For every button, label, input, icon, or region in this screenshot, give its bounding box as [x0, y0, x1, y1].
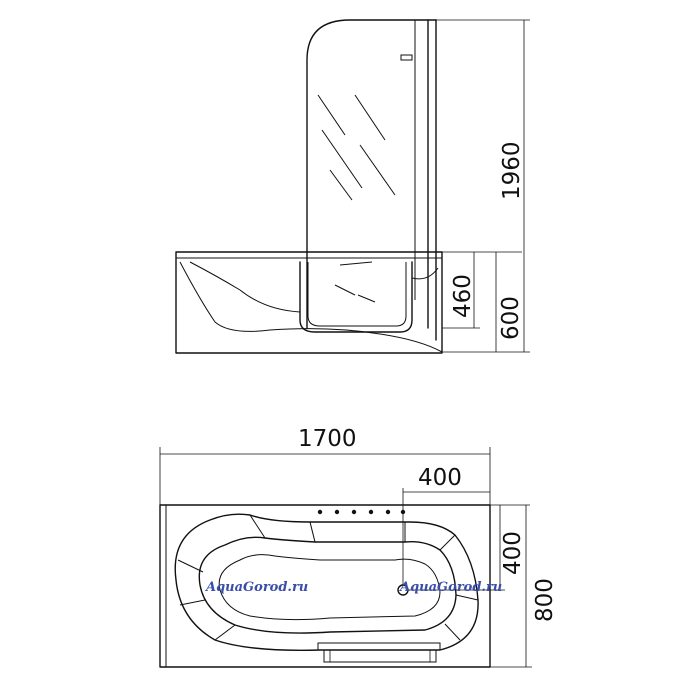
basin-curve-right — [411, 267, 439, 280]
jet-6 — [400, 509, 406, 515]
glass-reflection-lines — [317, 94, 396, 303]
basin-curve-lower — [179, 261, 443, 353]
jet-4 — [368, 509, 374, 515]
watermark-right: AquaGorod.ru — [398, 580, 502, 595]
dim-label-460: 460 — [450, 274, 476, 318]
dim-label-400-v: 400 — [500, 531, 526, 575]
dim-400-vertical: 400 — [408, 504, 530, 591]
door-handle — [400, 54, 413, 61]
tub-body-outline — [175, 251, 443, 354]
front-view: 1960 460 600 — [175, 19, 530, 354]
dim-label-800: 800 — [532, 578, 558, 622]
dim-460: 460 — [442, 251, 480, 329]
jet-row — [317, 509, 406, 515]
dim-label-400-h: 400 — [418, 465, 462, 491]
step-top — [317, 642, 441, 651]
door-cutout-inner — [307, 262, 407, 327]
dim-1960: 1960 — [436, 19, 530, 353]
contour-segments — [177, 514, 479, 641]
plan-view: 1700 400 — [159, 426, 558, 668]
plan-outline — [159, 504, 491, 668]
dim-600: 600 — [480, 251, 524, 352]
door-cutout-outer — [299, 261, 413, 333]
door-step — [317, 642, 441, 663]
bowl-innermost — [218, 554, 441, 621]
jet-3 — [351, 509, 357, 515]
dim-800: 800 — [490, 505, 558, 668]
watermark-left: AquaGorod.ru — [204, 580, 308, 595]
dim-label-1960: 1960 — [499, 141, 525, 200]
jet-1 — [317, 509, 323, 515]
dim-1700: 1700 — [159, 426, 491, 510]
jet-5 — [385, 509, 391, 515]
jet-2 — [334, 509, 340, 515]
step-base — [323, 649, 437, 663]
basin-curve-upper — [189, 261, 301, 313]
dim-label-1700: 1700 — [298, 426, 357, 452]
dim-400-horizontal: 400 — [402, 465, 490, 585]
bowl-outer — [174, 513, 479, 651]
glass-panel-outline — [306, 19, 429, 329]
dim-label-600: 600 — [498, 296, 524, 340]
